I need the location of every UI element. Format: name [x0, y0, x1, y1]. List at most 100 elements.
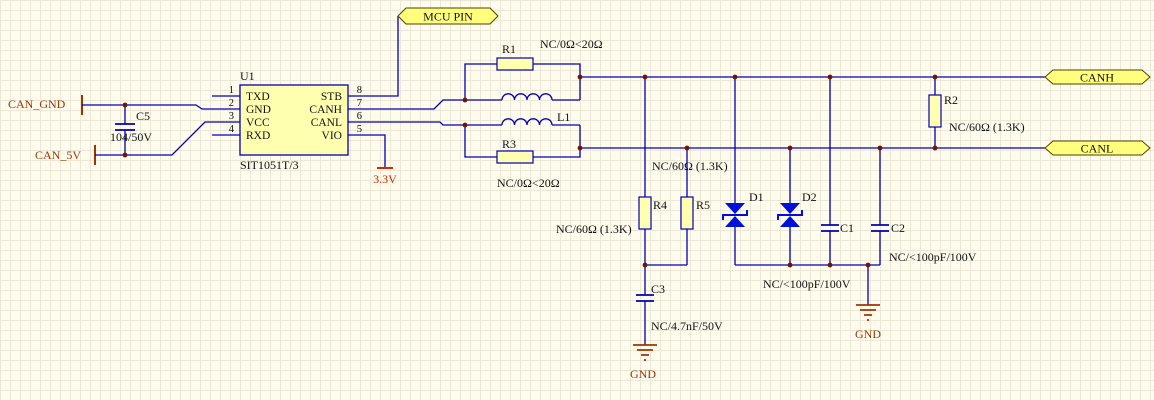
port-flag-icon[interactable]	[397, 7, 499, 25]
net-label-can-gnd[interactable]: CAN_GND	[8, 97, 66, 111]
l1-designator[interactable]: L1	[557, 110, 570, 124]
inductor-winding-top-icon[interactable]	[501, 93, 553, 101]
wire-canh-choke[interactable]	[348, 99, 580, 110]
junction-dot	[122, 102, 128, 108]
pin-number-6: 6	[357, 111, 362, 122]
net-label-can-5v[interactable]: CAN_5V	[35, 148, 81, 162]
c1-note[interactable]: NC/<100pF/100V	[763, 277, 851, 291]
r2-designator[interactable]: R2	[944, 93, 958, 107]
wire-stb-to-mcu[interactable]	[348, 16, 399, 97]
capacitor-icon	[821, 224, 839, 232]
capacitor-c5[interactable]: C5 104/50V	[110, 105, 152, 155]
pin-name-vio: VIO	[322, 130, 342, 142]
wire-can-5v[interactable]	[95, 121, 240, 156]
port-canl[interactable]: CANL	[1044, 140, 1151, 156]
port-flag-icon[interactable]	[1044, 69, 1151, 85]
port-label-canh[interactable]: CANH	[1080, 71, 1114, 85]
r4-note[interactable]: NC/60Ω (1.3K)	[556, 222, 632, 236]
junction-dots	[122, 74, 938, 268]
tvs-diode-d2[interactable]: D2	[777, 148, 817, 265]
wire-vio-to-3v3[interactable]	[348, 134, 386, 168]
pin-number-3: 3	[229, 111, 234, 122]
r4-designator[interactable]: R4	[653, 198, 667, 212]
pin-number-7: 7	[357, 98, 362, 109]
c5-value[interactable]: 104/50V	[110, 130, 152, 144]
resistor-r5-body[interactable]	[680, 196, 694, 230]
port-flag-icon[interactable]	[1044, 140, 1151, 156]
junction-dot	[932, 74, 938, 80]
filter-cap-c1[interactable]: C1 NC/<100pF/100V	[763, 77, 854, 291]
junction-dot	[122, 152, 128, 158]
tvs-diode-icon[interactable]	[725, 203, 745, 227]
wire-r3-branch[interactable]	[464, 125, 581, 158]
c2-designator[interactable]: C2	[891, 221, 905, 235]
pin-name-txd: TXD	[246, 91, 270, 103]
tvs-bar-icon	[777, 210, 803, 220]
pin-number-5: 5	[357, 124, 362, 135]
port-label-canl[interactable]: CANL	[1081, 142, 1114, 156]
wire-r1-branch[interactable]	[464, 63, 581, 100]
c1-designator[interactable]: C1	[840, 221, 854, 235]
junction-dot	[642, 74, 648, 80]
r5-note[interactable]: NC/60Ω (1.3K)	[652, 159, 728, 173]
pin-number-2: 2	[229, 98, 234, 109]
r1-note[interactable]: NC/0Ω<20Ω	[540, 37, 603, 51]
gnd-label-rail[interactable]: GND	[855, 327, 881, 341]
r2-note[interactable]: NC/60Ω (1.3K)	[949, 120, 1025, 134]
junction-dot	[577, 74, 583, 80]
r5-designator[interactable]: R5	[696, 198, 710, 212]
pin-name-canh: CANH	[309, 104, 342, 116]
pin-name-rxd: RXD	[246, 130, 270, 142]
junction-dot	[684, 145, 690, 151]
split-termination[interactable]: R4 R5 NC/60Ω (1.3K) NC/60Ω (1.3K) C3 NC/…	[556, 77, 728, 381]
choke-network[interactable]: R1 NC/0Ω<20Ω R3 NC/0Ω<20Ω L1	[348, 37, 603, 190]
wire-canl-choke[interactable]	[348, 121, 580, 126]
pin-name-vcc: VCC	[246, 117, 270, 129]
junction-dot	[462, 122, 468, 128]
power-port-can-gnd[interactable]: CAN_GND	[8, 95, 240, 115]
junction-dot	[787, 145, 793, 151]
junction-dot	[462, 97, 468, 103]
chip-u1[interactable]: U1 SIT1051T/3 TXD GND VCC RXD STB CANH C…	[212, 69, 362, 172]
resistor-r4-body[interactable]	[638, 196, 652, 230]
d2-designator[interactable]: D2	[802, 190, 817, 204]
gnd-label-c3[interactable]: GND	[630, 367, 656, 381]
inductor-winding-bottom-icon[interactable]	[501, 118, 553, 126]
pin-number-1: 1	[229, 85, 234, 96]
pin-name-canl: CANL	[311, 117, 342, 129]
ground-icon	[633, 344, 657, 361]
u1-part-number[interactable]: SIT1051T/3	[240, 158, 299, 172]
net-label-3v3[interactable]: 3.3V	[373, 172, 397, 186]
resistor-r2-body[interactable]	[928, 94, 942, 128]
c3-designator[interactable]: C3	[651, 282, 665, 296]
ground-icon	[856, 304, 880, 321]
port-mcu-pin[interactable]: MCU PIN	[348, 7, 499, 97]
resistor-r2[interactable]: R2 NC/60Ω (1.3K)	[928, 77, 1025, 148]
ground-rail[interactable]: GND	[735, 264, 881, 341]
power-port-can-5v[interactable]: CAN_5V	[35, 121, 240, 165]
wire-can-gnd[interactable]	[82, 104, 240, 110]
u1-designator[interactable]: U1	[240, 69, 255, 83]
power-port-3v3[interactable]: 3.3V	[348, 134, 397, 186]
u1-body[interactable]	[239, 84, 349, 156]
r3-note[interactable]: NC/0Ω<20Ω	[497, 176, 560, 190]
tvs-diode-icon[interactable]	[780, 203, 800, 227]
c5-designator[interactable]: C5	[136, 109, 150, 123]
port-label-mcu-pin[interactable]: MCU PIN	[423, 10, 473, 24]
c3-note[interactable]: NC/4.7nF/50V	[651, 319, 723, 333]
port-canh[interactable]: CANH	[1044, 69, 1151, 85]
resistor-r1-body[interactable]	[496, 57, 534, 71]
tvs-diode-d1[interactable]: D1	[722, 77, 764, 265]
r3-designator[interactable]: R3	[502, 137, 516, 151]
r1-designator[interactable]: R1	[502, 42, 516, 56]
pin-number-8: 8	[357, 85, 362, 96]
capacitor-icon	[871, 224, 889, 232]
wire-ground-rail[interactable]	[735, 264, 880, 305]
filter-cap-c2[interactable]: C2 NC/<100pF/100V	[871, 148, 977, 265]
resistor-r3-body[interactable]	[496, 150, 534, 164]
junction-dot	[642, 262, 648, 268]
pin-name-gnd: GND	[246, 104, 271, 116]
d1-designator[interactable]: D1	[749, 190, 764, 204]
u1-left-stubs	[212, 95, 240, 136]
c2-note[interactable]: NC/<100pF/100V	[889, 250, 977, 264]
